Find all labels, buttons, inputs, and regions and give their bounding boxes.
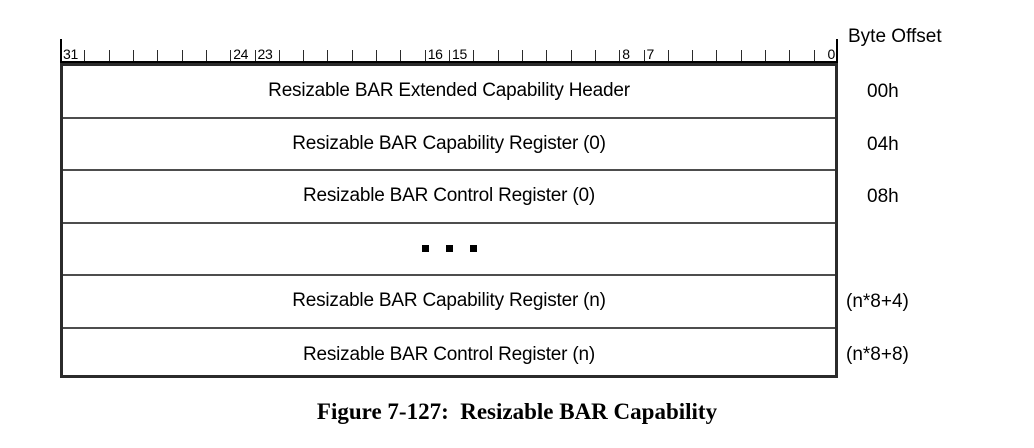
ruler-tick <box>132 50 134 61</box>
ruler-tick <box>424 50 426 61</box>
ruler-tick <box>813 50 815 61</box>
ruler-tick <box>400 50 402 61</box>
ruler-tick <box>570 50 572 61</box>
register-row: Resizable BAR Control Register (0) <box>63 171 835 224</box>
ruler-tick <box>157 50 159 61</box>
byte-offset-value: (n*8+8) <box>846 343 909 365</box>
register-row-label: Resizable BAR Control Register (n) <box>302 343 596 365</box>
ellipsis-dot <box>445 245 453 253</box>
register-row: Resizable BAR Control Register (n) <box>63 329 835 382</box>
register-layout-table: Resizable BAR Extended Capability Header… <box>60 63 838 378</box>
byte-offset-value: 00h <box>867 81 899 103</box>
ruler-tick <box>303 50 305 61</box>
ruler-tick <box>473 50 475 61</box>
ruler-tick <box>254 50 256 61</box>
ellipsis-icon <box>421 245 477 253</box>
ruler-tick <box>497 50 499 61</box>
ruler-label-bit-16: 16 <box>427 46 443 62</box>
ruler-tick <box>692 50 694 61</box>
ruler-tick <box>619 50 621 61</box>
ruler-tick <box>278 50 280 61</box>
ruler-tick <box>716 50 718 61</box>
ruler-tick <box>521 50 523 61</box>
ruler-label-bit-0: 0 <box>827 46 836 62</box>
ruler-tick <box>789 50 791 61</box>
ruler-tick <box>449 50 450 61</box>
register-row-label: Resizable BAR Capability Register (n) <box>292 290 606 312</box>
ruler-tick <box>643 50 645 61</box>
ruler-label-bit-24: 24 <box>233 46 249 62</box>
ruler-tick <box>546 50 548 61</box>
ruler-label-bit-7: 7 <box>646 46 655 62</box>
ruler-tick <box>327 50 329 61</box>
ruler-label-bit-31: 31 <box>63 46 78 62</box>
ruler-tick-major <box>836 39 838 61</box>
byte-offset-value: 04h <box>867 133 899 155</box>
ruler-tick <box>181 50 183 61</box>
ruler-label-bit-23: 23 <box>257 46 273 62</box>
register-row: Resizable BAR Extended Capability Header <box>63 66 835 119</box>
ruler-tick-major <box>60 39 62 61</box>
ruler-tick <box>84 50 86 61</box>
register-row-label: Resizable BAR Control Register (0) <box>302 185 596 207</box>
register-row: Resizable BAR Capability Register (0) <box>63 119 835 171</box>
ruler-tick <box>230 50 232 61</box>
register-row: Resizable BAR Capability Register (n) <box>63 276 835 329</box>
ellipsis-dot <box>421 245 429 253</box>
ruler-tick <box>376 50 378 61</box>
ruler-tick <box>740 50 742 61</box>
ruler-tick <box>108 50 110 61</box>
ruler-baseline <box>60 61 838 63</box>
register-row-ellipsis <box>63 224 835 276</box>
ellipsis-dot <box>469 245 477 253</box>
byte-offset-value: 08h <box>867 186 899 208</box>
byte-offset-value: (n*8+4) <box>846 291 909 313</box>
ruler-label-bit-15: 15 <box>452 46 467 62</box>
register-row-label: Resizable BAR Extended Capability Header <box>268 80 630 102</box>
byte-offset-heading: Byte Offset <box>848 26 942 47</box>
ruler-label-bit-8: 8 <box>622 46 630 62</box>
byte-offset-column: Byte Offset 00h 04h 08h (n*8+4) (n*8+8) <box>846 25 1034 385</box>
ruler-tick <box>351 50 353 61</box>
ruler-tick <box>667 50 669 61</box>
ruler-tick <box>594 50 596 61</box>
register-row-label: Resizable BAR Capability Register (0) <box>292 132 606 154</box>
figure-caption: Figure 7-127: Resizable BAR Capability <box>316 399 718 424</box>
ruler-tick <box>765 50 767 61</box>
ruler-tick <box>205 50 207 61</box>
